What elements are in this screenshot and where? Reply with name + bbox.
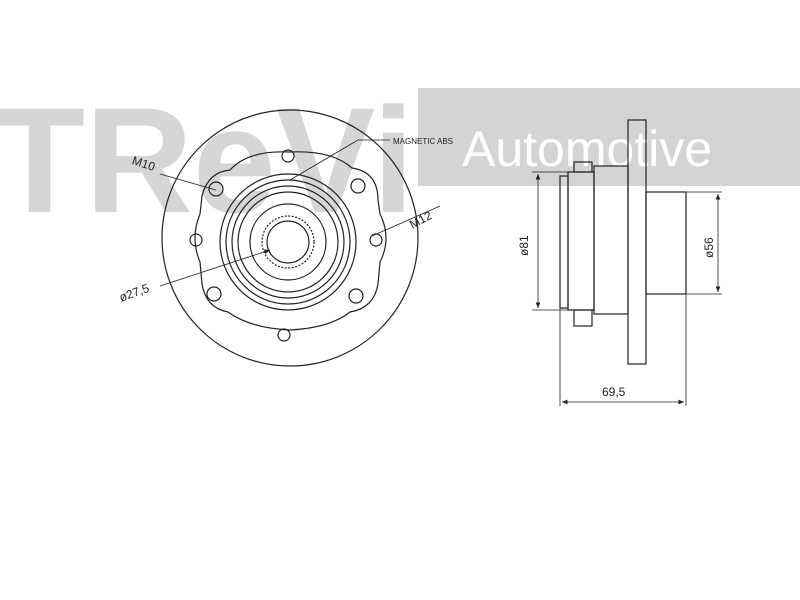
bolt-hole <box>348 288 364 304</box>
bolt-holes <box>206 178 366 304</box>
bolt-hole <box>350 178 366 194</box>
stud-hole <box>189 233 203 247</box>
label-bore-diameter: ø27,5 <box>117 281 151 305</box>
label-length: 69,5 <box>602 385 626 399</box>
stud-hole <box>281 149 295 163</box>
bearing-ring <box>225 179 351 305</box>
inner-seal <box>559 175 569 309</box>
bearing-flange <box>567 171 595 311</box>
label-magnetic-abs: MAGNETIC ABS <box>393 137 453 146</box>
bearing-cap-bottom <box>573 309 593 327</box>
side-view: ø81 ø56 69,5 <box>517 119 722 406</box>
hub-ring <box>249 203 327 281</box>
leader-m12 <box>371 205 441 237</box>
label-pilot-diameter: ø56 <box>702 237 716 258</box>
leader-bore <box>159 249 271 287</box>
stud-hole <box>277 328 291 342</box>
bore-circle <box>266 220 310 264</box>
bearing-cap-top <box>573 161 593 173</box>
leader-m10 <box>159 173 217 191</box>
leader-sensor-diag <box>289 139 359 181</box>
hub-body <box>593 165 629 315</box>
spline-ring-outer <box>261 215 315 269</box>
pilot <box>645 191 687 295</box>
watermark-brand: TReVi <box>0 76 414 244</box>
bearing-ring-outer <box>219 173 357 311</box>
abs-ring-inner <box>237 191 339 293</box>
abs-ring-outer <box>231 185 345 299</box>
watermark-band <box>418 88 800 186</box>
bolt-hole <box>206 286 222 302</box>
watermark: TReVi Automotive <box>0 76 800 244</box>
stud-holes <box>189 149 383 342</box>
label-flange-diameter: ø81 <box>517 235 531 256</box>
bolt-hole <box>208 181 224 197</box>
flange-outline <box>194 151 387 331</box>
watermark-tagline: Automotive <box>462 121 712 177</box>
label-thread-m10: M10 <box>130 153 157 174</box>
outer-circle <box>161 109 419 367</box>
